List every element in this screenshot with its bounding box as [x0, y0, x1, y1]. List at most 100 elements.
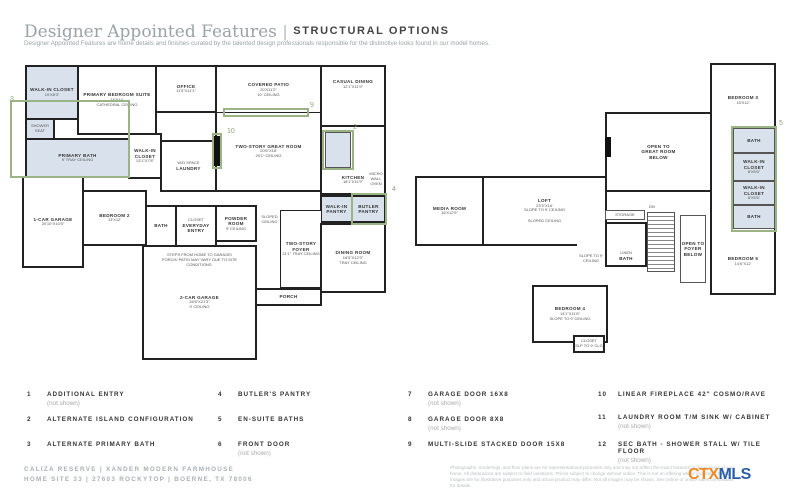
legend-label: LINEAR FIREPLACE 42" COSMO/RAVE [618, 391, 766, 398]
room-name: WALK-IN CLOSET [30, 87, 74, 93]
room-note: 21'1" TRAY CEILING [282, 251, 320, 257]
legend-num: 10 [598, 391, 608, 398]
slope-label: SLOPE TO 9' CEILING [579, 253, 603, 263]
closet-label: CLOSET [187, 217, 204, 223]
slope-area: SLOPE TO 9' CEILING [577, 243, 605, 275]
room-dims: 20'10"X10'5" [41, 221, 65, 227]
callout-box-4 [351, 193, 387, 225]
room-dims: 16'5"X12'3" [342, 254, 364, 260]
legend-num: 4 [218, 391, 223, 398]
legend-note: (not shown) [238, 450, 271, 457]
legend-label: MULTI-SLIDE STACKED DOOR 15X8 [428, 441, 566, 448]
legend-label: GARAGE DOOR 16X8 [428, 391, 509, 398]
room-name: LAUNDRY [176, 165, 201, 171]
room-name: BUTLER PANTRY [358, 203, 379, 215]
shower-label: SHOWER [31, 123, 49, 129]
description: Designer Appointed Features are home det… [24, 40, 490, 47]
room-dims: 13'X12' [107, 217, 122, 223]
callout-5: 5 [779, 120, 783, 127]
room-name: BATH [619, 255, 633, 261]
footer-community: CALIZA RESERVE | XANDER MODERN FARMHOUSE [24, 466, 235, 473]
legend-item: 10 LINEAR FIREPLACE 42" COSMO/RAVE [598, 391, 788, 398]
legend-note: (not shown) [428, 400, 461, 407]
legend-num: 7 [408, 391, 413, 398]
room-2car-garage: STEPS FROM HOME TO GARAGE/ PORCH/ PATIO … [142, 245, 257, 360]
disclaimer: Photographs, renderings, and floor plans… [450, 465, 735, 488]
callout-box-9 [223, 108, 309, 117]
room-name: BEDROOM 4 [554, 306, 586, 312]
legend-note: (not shown) [47, 400, 80, 407]
room-bath-5: BATH [733, 205, 775, 229]
room-name: COVERED PATIO [247, 82, 290, 88]
room-name: WALK-IN PANTRY [325, 203, 348, 215]
room-name: DINING ROOM [335, 250, 371, 256]
room-dims: 11'5"X11'1" [176, 88, 196, 94]
steps-note: STEPS FROM HOME TO GARAGE/ PORCH/ PATIO … [161, 252, 238, 267]
fireplace [214, 136, 220, 166]
micro-wall-oven-label: MICRO WALL OVEN [369, 171, 383, 186]
room-dims: 15'X12' [736, 99, 750, 105]
room-dims: 8'X5'6" [747, 195, 761, 201]
callout-box-3 [10, 100, 130, 178]
room-name: BEDROOM 2 [99, 212, 130, 218]
title-main: Designer Appointed Features [24, 22, 277, 42]
room-open-foyer: OPEN TO FOYER BELOW [680, 215, 706, 283]
legend-note: (not shown) [618, 457, 651, 464]
room-dims: 8'X5'6" [747, 169, 761, 175]
room-name: BEDROOM 5 [727, 256, 759, 262]
room-name: PRIMARY BATH [58, 152, 97, 158]
legend-label: FRONT DOOR [238, 441, 291, 448]
room-name: CASUAL DINING [332, 79, 374, 84]
room-note: SLOPE TO 9' CEILING [549, 315, 591, 321]
seat-label: SEAT [34, 128, 46, 133]
legend-label: BUTLER'S PANTRY [238, 391, 312, 398]
legend-item: 4 BUTLER'S PANTRY [218, 391, 398, 398]
room-name: PRIMARY BEDROOM SUITE [83, 92, 151, 98]
room-name: 2-CAR GARAGE [179, 294, 220, 300]
room-dims: 13'1"X7'8" [135, 158, 155, 164]
sloped-label: SLOPED CEILING [261, 214, 278, 224]
room-dims: 18'1"X11'9" [342, 179, 364, 185]
legend-label: GARAGE DOOR 8X8 [428, 416, 505, 423]
legend-num: 11 [598, 414, 607, 421]
room-name: OPEN TO FOYER BELOW [681, 240, 705, 257]
room-note: SLOPE TO 9' CEILING [523, 207, 566, 213]
room-name: OPEN TO GREAT ROOM BELOW [641, 143, 676, 160]
linen-label: LINEN [620, 249, 632, 255]
sloped-label: SLOPED CEILING [527, 218, 562, 224]
legend-item: 2 ALTERNATE ISLAND CONFIGURATION [27, 416, 207, 423]
room-name: BATH [747, 137, 761, 143]
room-storage: STORAGE [605, 210, 645, 220]
stairs-down-label: DN [649, 204, 655, 209]
room-note: 10' CEILING [257, 91, 280, 97]
ctxmls-watermark: CTXMLS [688, 466, 751, 484]
legend-num: 2 [27, 416, 32, 423]
room-name: WALK-IN CLOSET [743, 159, 765, 170]
room-dims: 23'3"X16' [536, 202, 553, 208]
callout-box-10 [212, 133, 222, 169]
legend-note: (not shown) [618, 423, 651, 430]
callout-box-5 [731, 126, 777, 232]
room-note: 9' TRAY CEILING [61, 157, 94, 163]
legend-label: ADDITIONAL ENTRY [47, 391, 125, 398]
kitchen-island [325, 132, 351, 168]
legend-label: ALTERNATE ISLAND CONFIGURATION [47, 416, 194, 423]
legend-label: ALTERNATE PRIMARY BATH [47, 441, 156, 448]
room-name: BATH [154, 223, 168, 229]
